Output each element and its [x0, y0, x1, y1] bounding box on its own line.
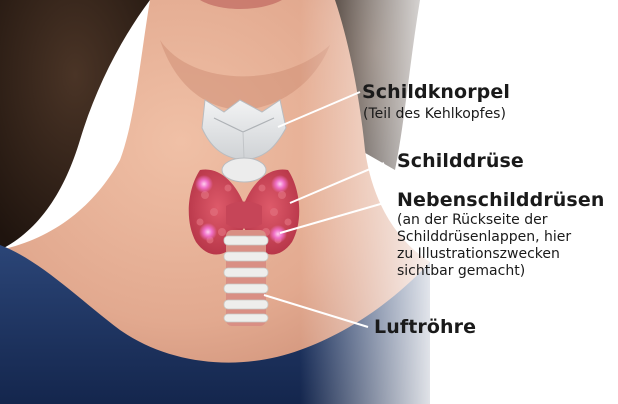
cricoid-cartilage	[222, 158, 266, 182]
label-schilddruese-title: Schilddrüse	[397, 150, 524, 172]
label-nebenschilddruesen-title: Nebenschilddrüsen	[397, 189, 604, 211]
label-nebenschilddruesen-note-3: zu Illustrationszwecken	[397, 246, 560, 263]
label-nebenschilddruesen-note-2: Schilddrüsenlappen, hier	[397, 229, 571, 246]
label-nebenschilddruesen-note-1: (an der Rückseite der	[397, 212, 547, 229]
label-schildknorpel-title: Schildknorpel	[362, 81, 510, 103]
trachea	[224, 230, 268, 326]
label-luftroehre-title: Luftröhre	[374, 316, 476, 338]
label-nebenschilddruesen-note-4: sichtbar gemacht)	[397, 263, 525, 280]
label-schildknorpel-subtitle: (Teil des Kehlkopfes)	[363, 106, 506, 123]
